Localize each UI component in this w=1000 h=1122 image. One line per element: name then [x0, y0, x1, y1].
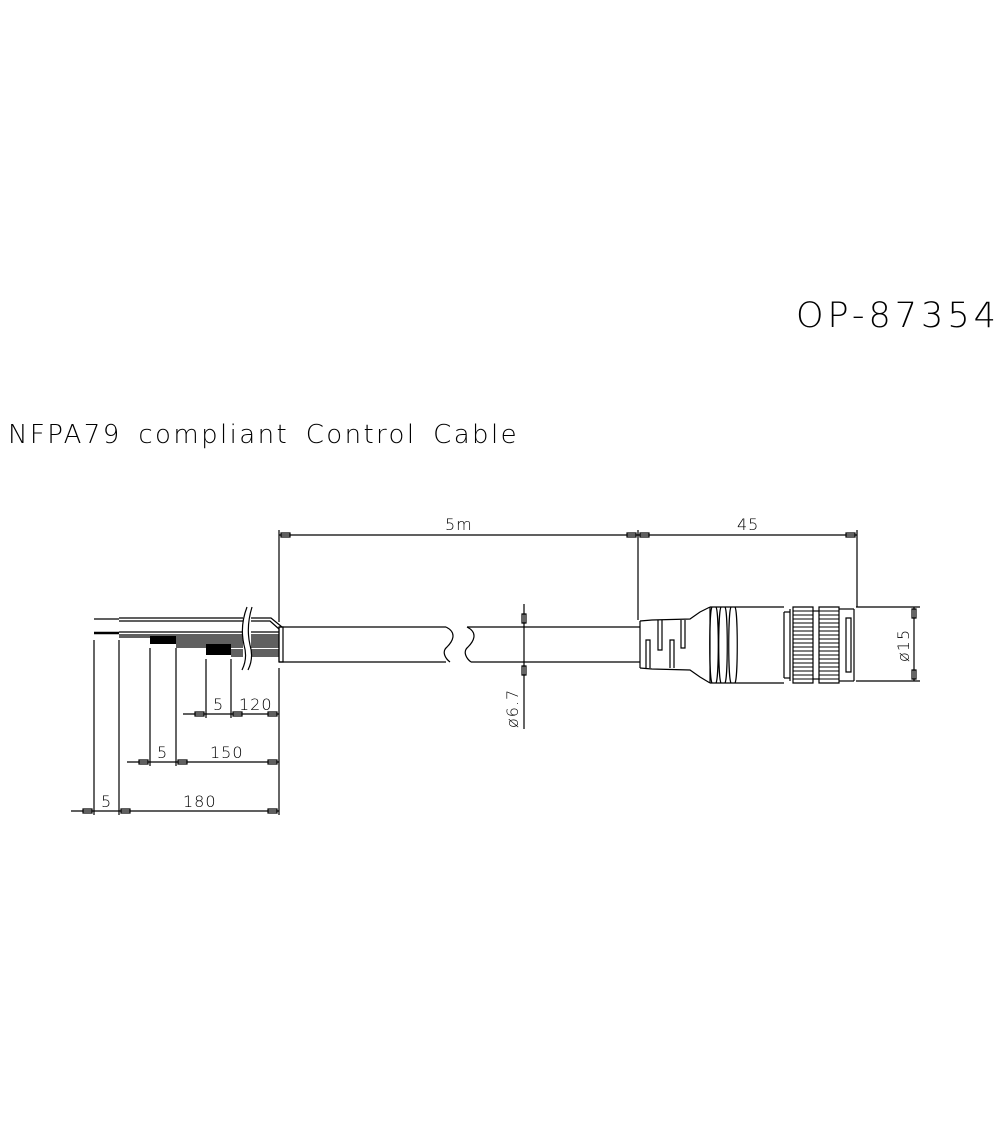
- dimension-connector-length: [638, 530, 857, 607]
- cable-jacket-left: [279, 627, 453, 662]
- label-cable-length: 5m: [445, 515, 473, 534]
- label-strip-mid-length: 150: [210, 743, 244, 762]
- part-number: OP-87354: [796, 296, 1000, 336]
- label-strip-outer-gap: 5: [101, 792, 113, 811]
- stripped-wires: [94, 618, 282, 656]
- dimension-strip-mid: [127, 760, 279, 764]
- m12-connector: [640, 607, 854, 683]
- dimension-connector-diameter: [856, 607, 920, 681]
- drawing-title: NFPA79 compliant Control Cable: [8, 420, 519, 450]
- label-cable-diameter: ø6.7: [503, 688, 522, 728]
- label-strip-inner-gap: 5: [213, 695, 225, 714]
- knurl-hatching: [793, 611, 839, 679]
- label-strip-mid-gap: 5: [157, 743, 169, 762]
- wire-break-mark: [242, 606, 252, 670]
- dimension-strip-inner: [183, 712, 279, 716]
- strip-extension-lines: [94, 640, 279, 815]
- label-connector-diameter: ø15: [894, 628, 913, 662]
- label-connector-length: 45: [737, 515, 760, 534]
- strip-marker-2: [206, 644, 231, 655]
- dimension-cable-diameter: [522, 604, 526, 729]
- dimension-strip-outer: [71, 809, 279, 813]
- label-strip-inner-length: 120: [239, 695, 273, 714]
- cable-jacket-right: [465, 627, 640, 662]
- strip-marker-1: [150, 636, 176, 644]
- label-strip-outer-length: 180: [183, 792, 217, 811]
- dimension-cable-length: [279, 530, 638, 622]
